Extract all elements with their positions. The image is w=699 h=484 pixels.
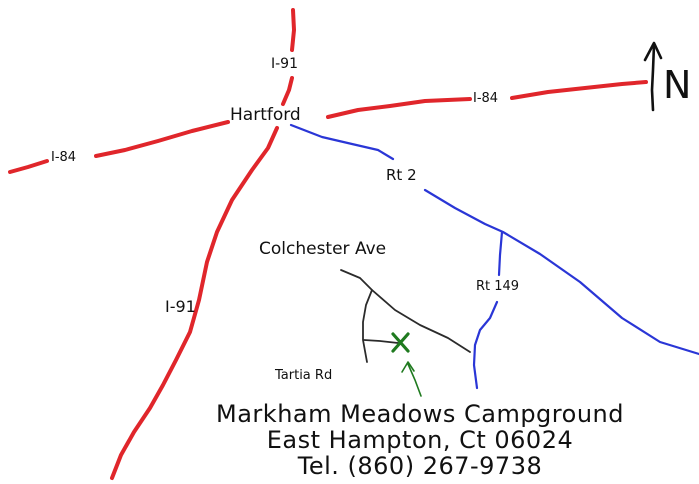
i84-west-segment <box>94 120 230 158</box>
i84-west-label: I-84 <box>51 150 77 165</box>
rt149-label: Rt 149 <box>476 279 520 294</box>
i84-east-segment <box>326 97 472 119</box>
rt2-label: Rt 2 <box>386 166 417 184</box>
arrow-up-icon <box>401 361 422 397</box>
x-marker-icon <box>391 332 410 353</box>
rt149-upper-segment <box>497 230 504 277</box>
i91-north-segment <box>290 8 296 52</box>
colchester-ave-label: Colchester Ave <box>259 239 387 259</box>
i91-north-label: I-91 <box>271 56 298 72</box>
state-routes <box>289 123 699 390</box>
i91-south-segment <box>110 126 279 480</box>
campground-address: East Hampton, Ct 06024 <box>266 426 574 454</box>
i84-west-far-segment <box>8 159 49 174</box>
tartia-rd-label: Tartia Rd <box>275 368 333 383</box>
i84-east-far-segment <box>510 80 648 100</box>
north-arrow-icon <box>643 41 663 112</box>
hartford-label: Hartford <box>230 105 301 125</box>
i91-south-label: I-91 <box>165 297 196 316</box>
tartia-rd-road <box>363 339 399 344</box>
campground-name: Markham Meadows Campground <box>216 400 624 428</box>
rt2-segment-a <box>289 123 395 161</box>
colchester-ave-road <box>340 269 471 353</box>
campground-phone: Tel. (860) 267-9738 <box>297 452 543 480</box>
colchester-branch-road <box>362 289 373 363</box>
rt2-segment-b <box>423 188 699 356</box>
interstate-roads <box>8 8 648 480</box>
rt149-lower-segment <box>472 300 499 390</box>
i91-center-segment <box>281 76 294 106</box>
i84-east-label: I-84 <box>473 91 499 106</box>
north-label: N <box>663 63 692 107</box>
local-roads <box>340 269 471 363</box>
